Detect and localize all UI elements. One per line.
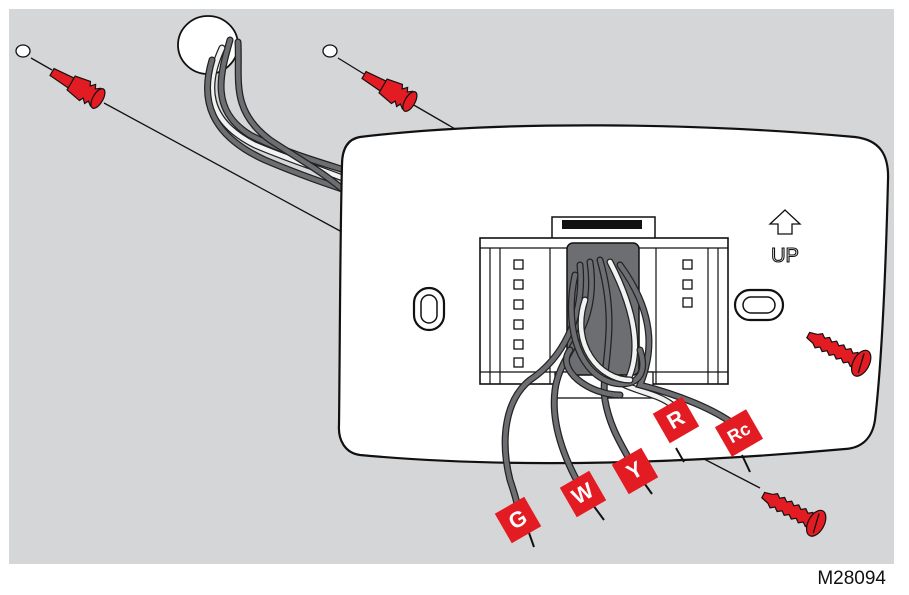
- mounting-slot-right: [733, 288, 785, 322]
- wire-tag-w: W: [559, 470, 607, 518]
- alignment-line-right-solid-b: [411, 103, 451, 127]
- wire-tag-y: Y: [611, 447, 659, 495]
- wire-tag-rc: Rc: [714, 409, 764, 457]
- screw-right-icon: [806, 331, 872, 377]
- mounting-slot-left: [412, 286, 446, 332]
- wall-hole-right: [322, 44, 338, 58]
- figure-code: M28094: [817, 568, 886, 589]
- alignment-line-right-solid-a: [337, 57, 365, 75]
- orientation-label: UP: [771, 245, 799, 267]
- screw-bottom-icon: [761, 491, 827, 537]
- wall-anchor-right-icon: [361, 70, 418, 112]
- wire-tag-g: G: [494, 496, 542, 544]
- wall-hole-left: [15, 44, 31, 58]
- wire-tag-r: R: [652, 396, 700, 444]
- alignment-line-left-solid-a: [30, 57, 53, 71]
- wall-anchor-left-icon: [49, 67, 106, 109]
- alignment-line-left-solid-b: [103, 102, 343, 233]
- up-arrow-icon: [768, 209, 802, 235]
